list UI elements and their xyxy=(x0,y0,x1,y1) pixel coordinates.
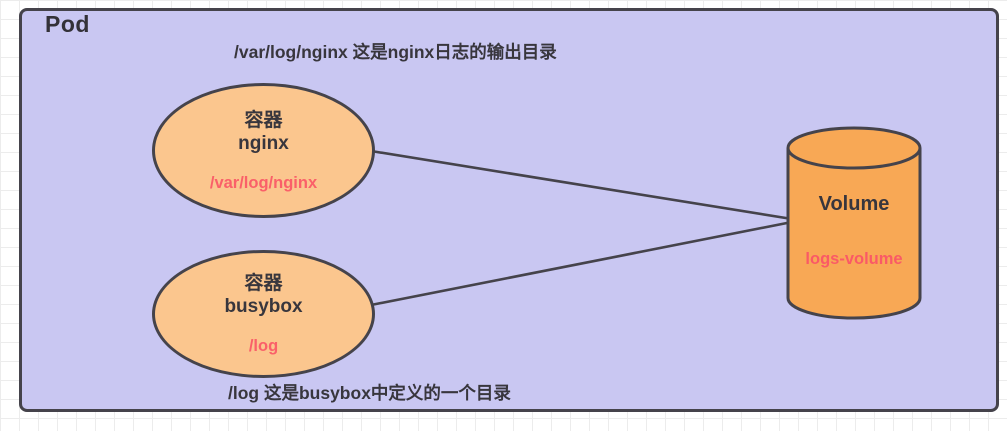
container-type-label: 容器 xyxy=(244,273,283,294)
container-name: busybox xyxy=(224,296,303,317)
container-type-label: 容器 xyxy=(244,109,283,131)
container-node-nginx[interactable]: 容器 nginx /var/log/nginx xyxy=(152,83,375,218)
container-node-busybox[interactable]: 容器 busybox /log xyxy=(152,250,375,378)
container-name: nginx xyxy=(238,132,289,154)
annotation-bottom: /log 这是busybox中定义的一个目录 xyxy=(228,383,511,403)
volume-label: Volume xyxy=(818,193,890,215)
pod-label: Pod xyxy=(45,11,90,37)
annotation-top: /var/log/nginx 这是nginx日志的输出目录 xyxy=(234,42,557,62)
container-mount-path: /log xyxy=(248,337,279,355)
container-mount-path: /var/log/nginx xyxy=(209,173,318,192)
volume-name: logs-volume xyxy=(805,250,903,268)
